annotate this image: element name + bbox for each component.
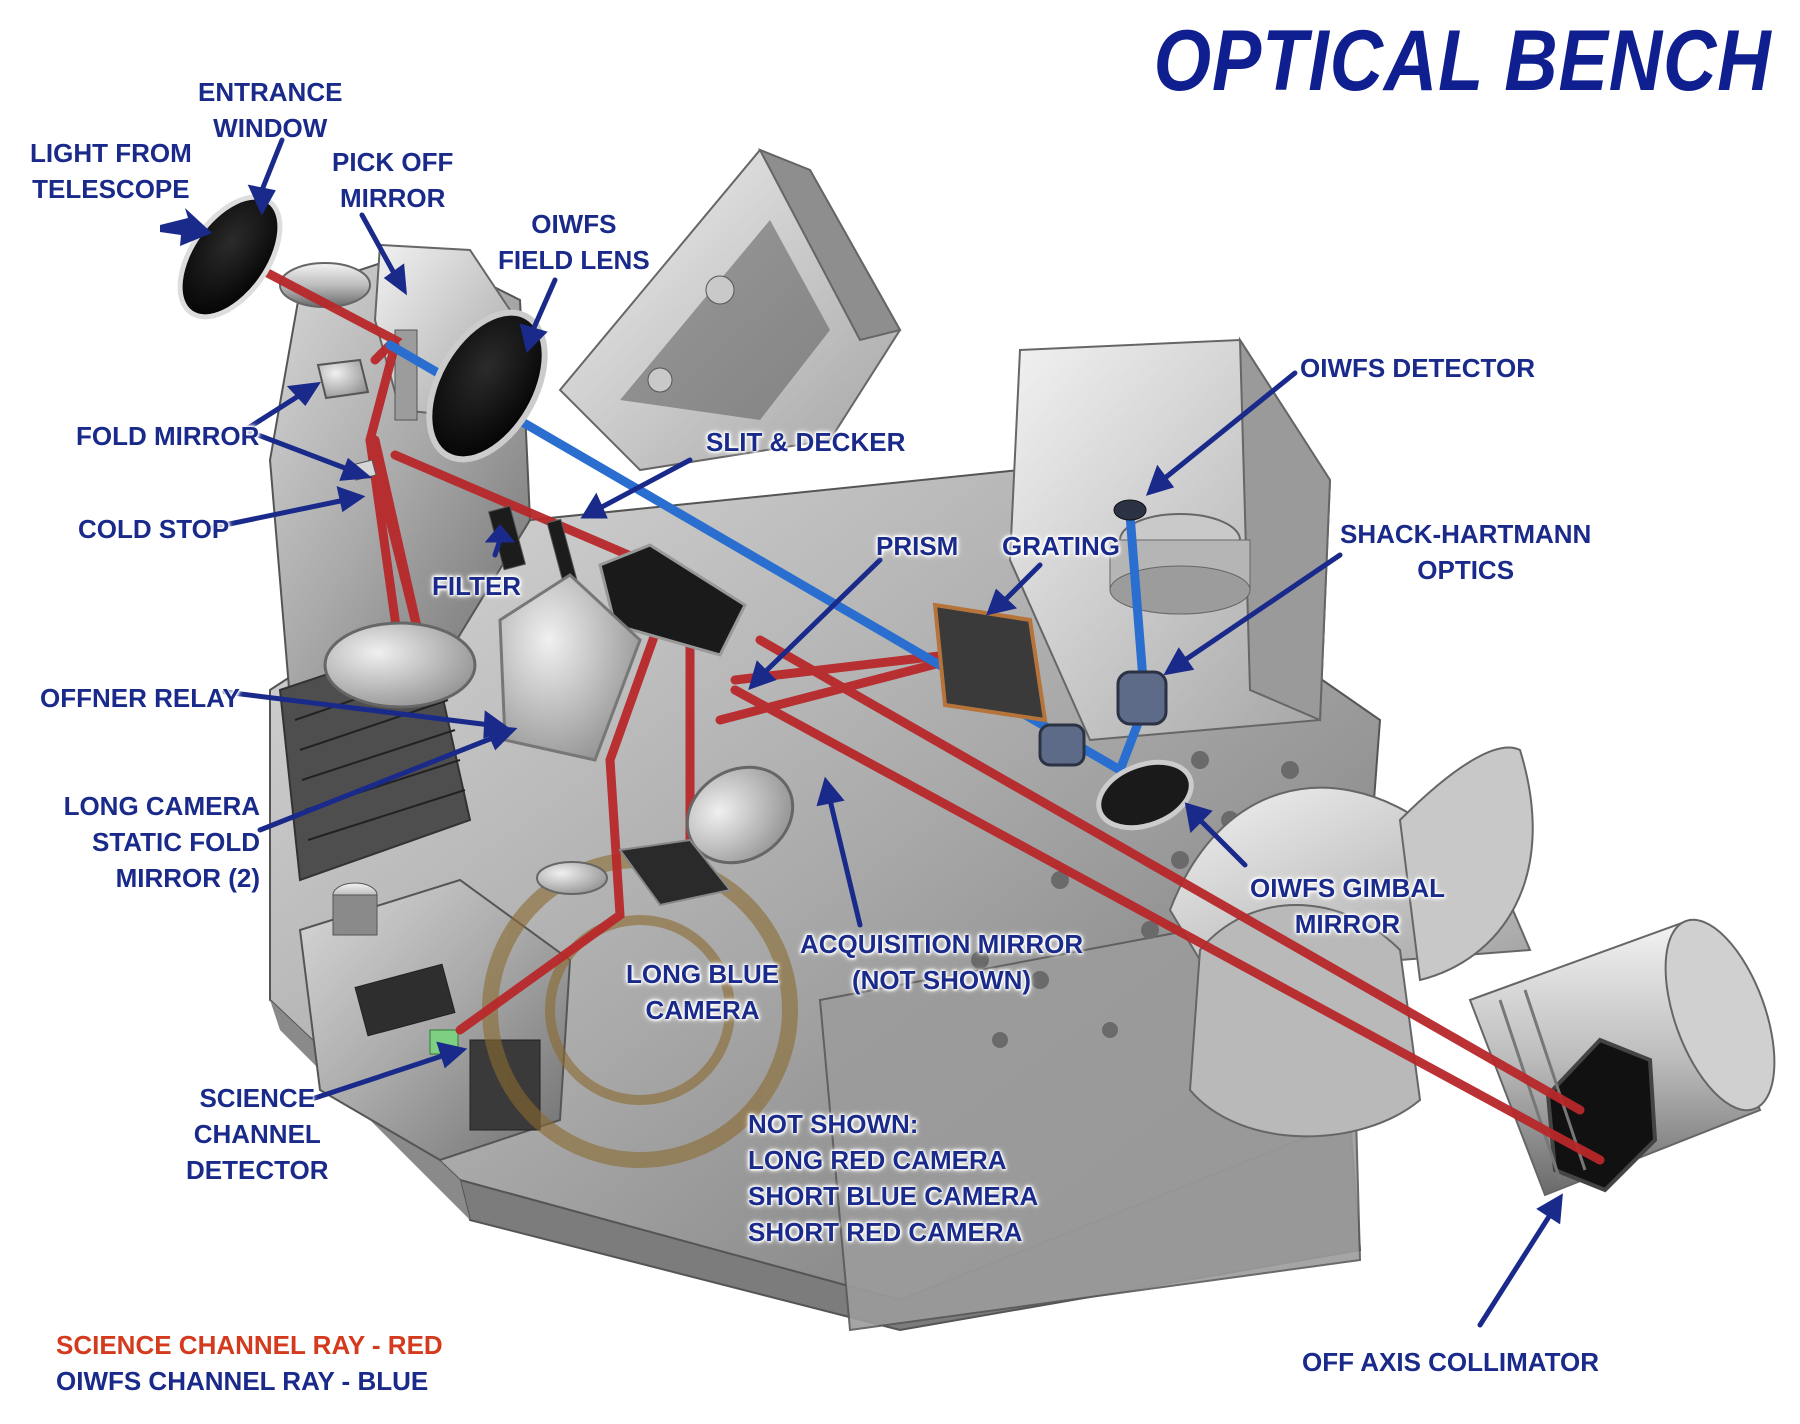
label-grating: GRATING — [1002, 531, 1120, 561]
light-direction-arrow — [160, 208, 212, 246]
label-off-axis-collimator: OFF AXIS COLLIMATOR — [1302, 1347, 1600, 1377]
legend-science-ray: SCIENCE CHANNEL RAY - RED — [56, 1330, 443, 1360]
collimator-housing — [1168, 746, 1534, 1138]
legend-oiwfs-ray: OIWFS CHANNEL RAY - BLUE — [56, 1366, 429, 1396]
label-cold-stop: COLD STOP — [78, 514, 230, 544]
label-fold-mirror: FOLD MIRROR — [76, 421, 260, 451]
label-slit-decker: SLIT & DECKER — [706, 427, 906, 457]
label-oiwfs-detector: OIWFS DETECTOR — [1300, 353, 1535, 383]
label-acquisition-mirror: ACQUISITION MIRROR(NOT SHOWN) — [800, 929, 1084, 995]
label-prism: PRISM — [876, 531, 959, 561]
triangular-bracket — [558, 148, 902, 472]
label-filter: FILTER — [432, 571, 522, 601]
right-housing — [1008, 336, 1332, 742]
page-title: OPTICAL BENCH — [1154, 13, 1772, 109]
label-offner-relay: OFFNER RELAY — [40, 683, 240, 713]
pointer-arrows — [207, 137, 1563, 1328]
